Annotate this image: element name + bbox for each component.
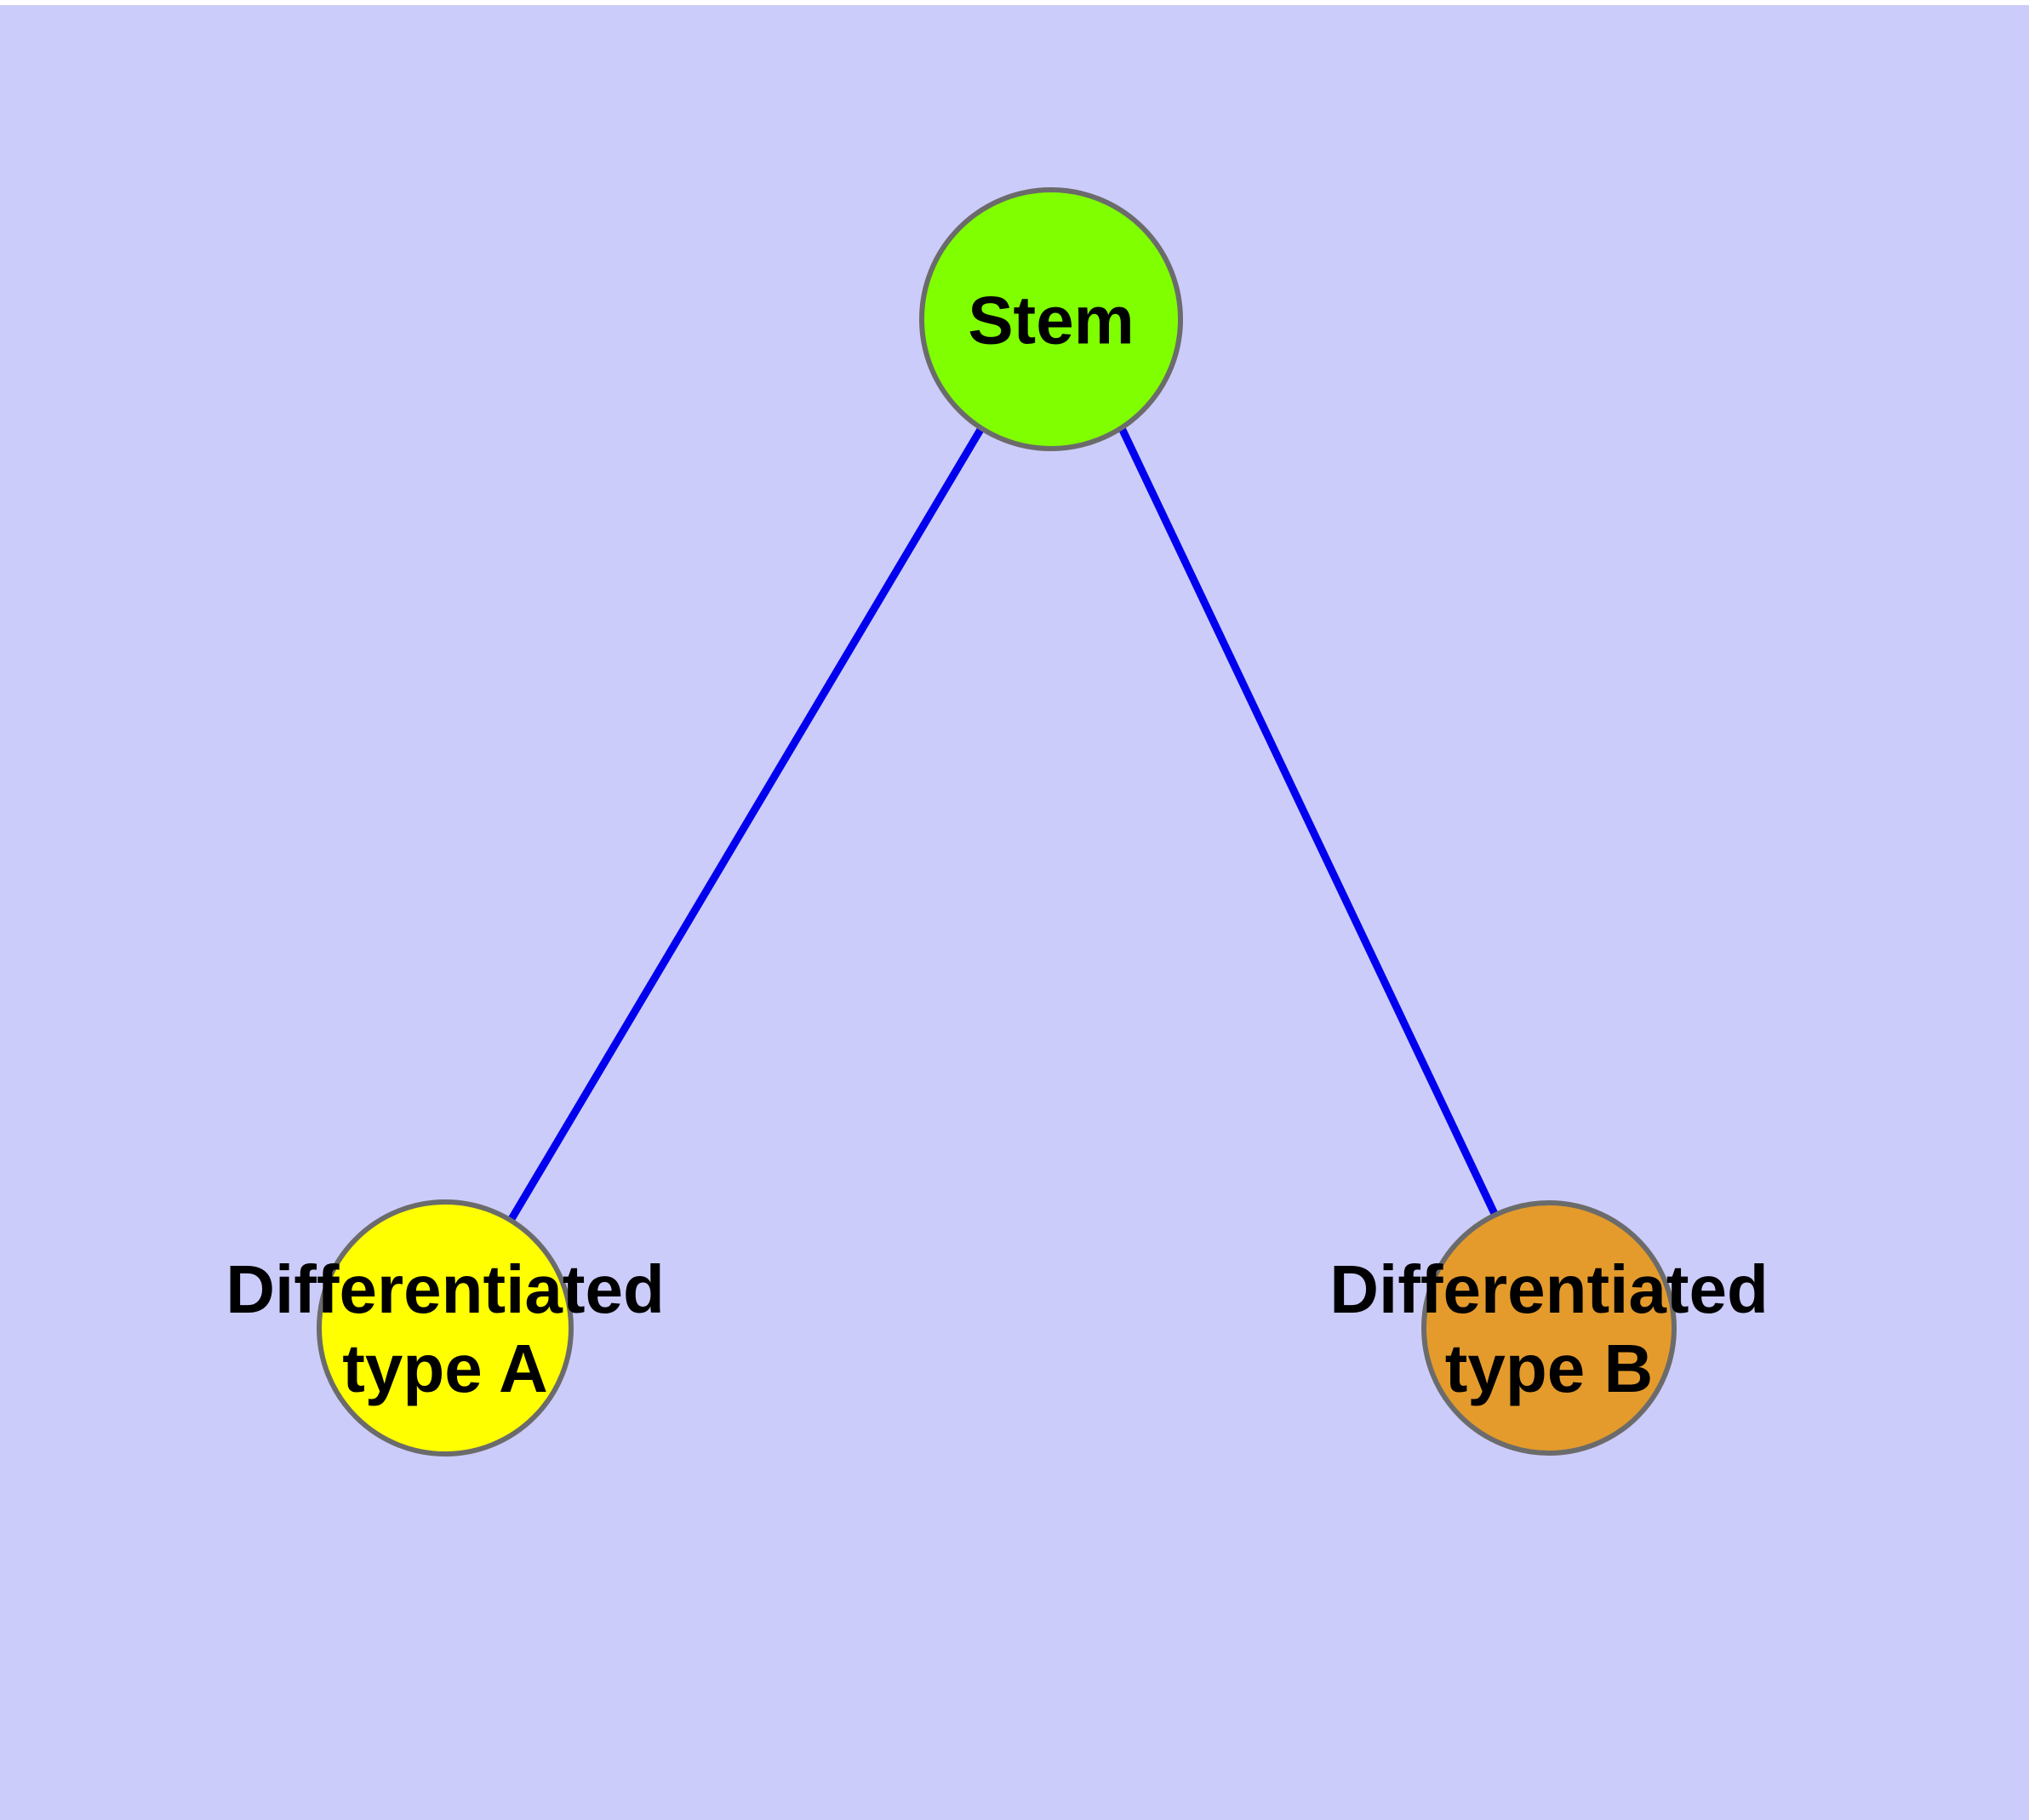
node-label-line: Differentiated xyxy=(1329,1251,1769,1327)
nodes-layer xyxy=(317,187,1677,1457)
graph-node-diff_a[interactable] xyxy=(317,1199,574,1457)
graph-edge-stem-diff_b[interactable] xyxy=(1117,426,1500,1219)
graph-node-diff_b[interactable] xyxy=(1421,1200,1677,1456)
graph-edge-stem-diff_a[interactable] xyxy=(508,426,985,1222)
node-label-line: type A xyxy=(342,1331,548,1406)
node-label-line: Stem xyxy=(968,282,1135,358)
node-label-line: type B xyxy=(1445,1331,1654,1406)
edges-layer xyxy=(508,426,1500,1222)
node-label-line: Differentiated xyxy=(226,1251,665,1327)
graph-node-stem[interactable] xyxy=(919,187,1183,451)
node-label-stem: Stem xyxy=(968,282,1135,358)
